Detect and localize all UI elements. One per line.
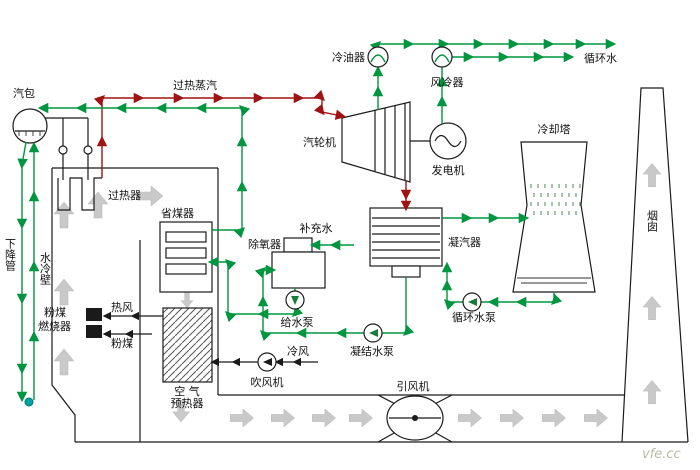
label-generator: 发电机	[432, 163, 465, 177]
air-preheater-box	[162, 307, 213, 383]
label-oil-cooler: 冷油器	[332, 50, 365, 64]
label-downcomer: 下降管	[4, 238, 17, 272]
label-cold-air: 冷风	[287, 345, 309, 358]
chimney-shape	[621, 87, 689, 443]
oil-cooler-symbol	[367, 46, 389, 68]
spray-water-dashes	[530, 184, 581, 215]
id-fan-symbol	[386, 395, 444, 441]
cooling-tower-shape	[512, 141, 596, 293]
label-deaerator: 除氧器	[248, 237, 281, 251]
label-circulating-water: 循环水	[584, 52, 617, 65]
label-coal: 粉煤	[111, 337, 133, 350]
valve-icon	[58, 145, 68, 155]
label-water-wall: 水冷壁	[39, 252, 52, 285]
loop-bottom-header	[24, 397, 34, 407]
label-circulating-pump: 循环水泵	[452, 311, 496, 324]
label-condensate-pump: 凝结水泵	[350, 344, 394, 358]
label-air-preheater-line2: 预热器	[171, 397, 204, 410]
coal-burner-symbol	[86, 308, 102, 338]
flue-gas-arrows	[53, 162, 662, 428]
generator-symbol	[429, 122, 467, 160]
tower-to-condenser-line	[441, 261, 563, 311]
label-feed-pump: 给水泵	[281, 316, 314, 329]
steam-drum-symbol	[12, 108, 48, 144]
air-cooler-symbol	[431, 46, 453, 68]
condensate-line	[254, 264, 415, 342]
label-superheater: 过热器	[108, 189, 141, 202]
label-fd-fan: 吹风机	[251, 375, 284, 389]
fd-fan-symbol	[257, 352, 277, 372]
air-cooler-water-line	[433, 51, 575, 124]
oil-cooler-water-line	[369, 38, 617, 110]
label-condenser: 凝汽器	[448, 235, 481, 249]
label-air-cooler: 风冷器	[431, 76, 464, 89]
condensate-pump-symbol	[363, 323, 383, 343]
label-steam-drum: 汽包	[13, 86, 35, 100]
label-id-fan: 引风机	[397, 379, 430, 393]
circulating-pump-symbol	[462, 292, 482, 312]
turbine-shape	[341, 101, 411, 183]
label-economizer: 省煤器	[161, 207, 194, 220]
downcomer-line	[16, 141, 34, 407]
feedwater-to-drum-line	[37, 102, 251, 239]
feed-pump-symbol	[285, 290, 305, 310]
label-makeup-water: 补充水	[300, 221, 333, 235]
label-hot-air: 热风	[111, 301, 133, 314]
flue-duct	[75, 394, 688, 443]
valve-icon	[83, 145, 93, 155]
label-air-preheater-line1: 空 气	[174, 384, 200, 398]
label-cooling-tower: 冷却塔	[538, 123, 571, 136]
label-burner-line2: 燃烧器	[38, 319, 71, 333]
label-turbine: 汽轮机	[303, 135, 336, 149]
condenser-box	[369, 207, 443, 278]
label-burner-line1: 粉煤	[44, 306, 66, 319]
label-superheated-steam: 过热蒸汽	[173, 78, 217, 92]
label-chimney: 烟囱	[646, 209, 659, 232]
economizer-box	[159, 221, 213, 293]
watermark: vfe.cc	[642, 447, 681, 462]
water-level-lines	[517, 277, 591, 284]
